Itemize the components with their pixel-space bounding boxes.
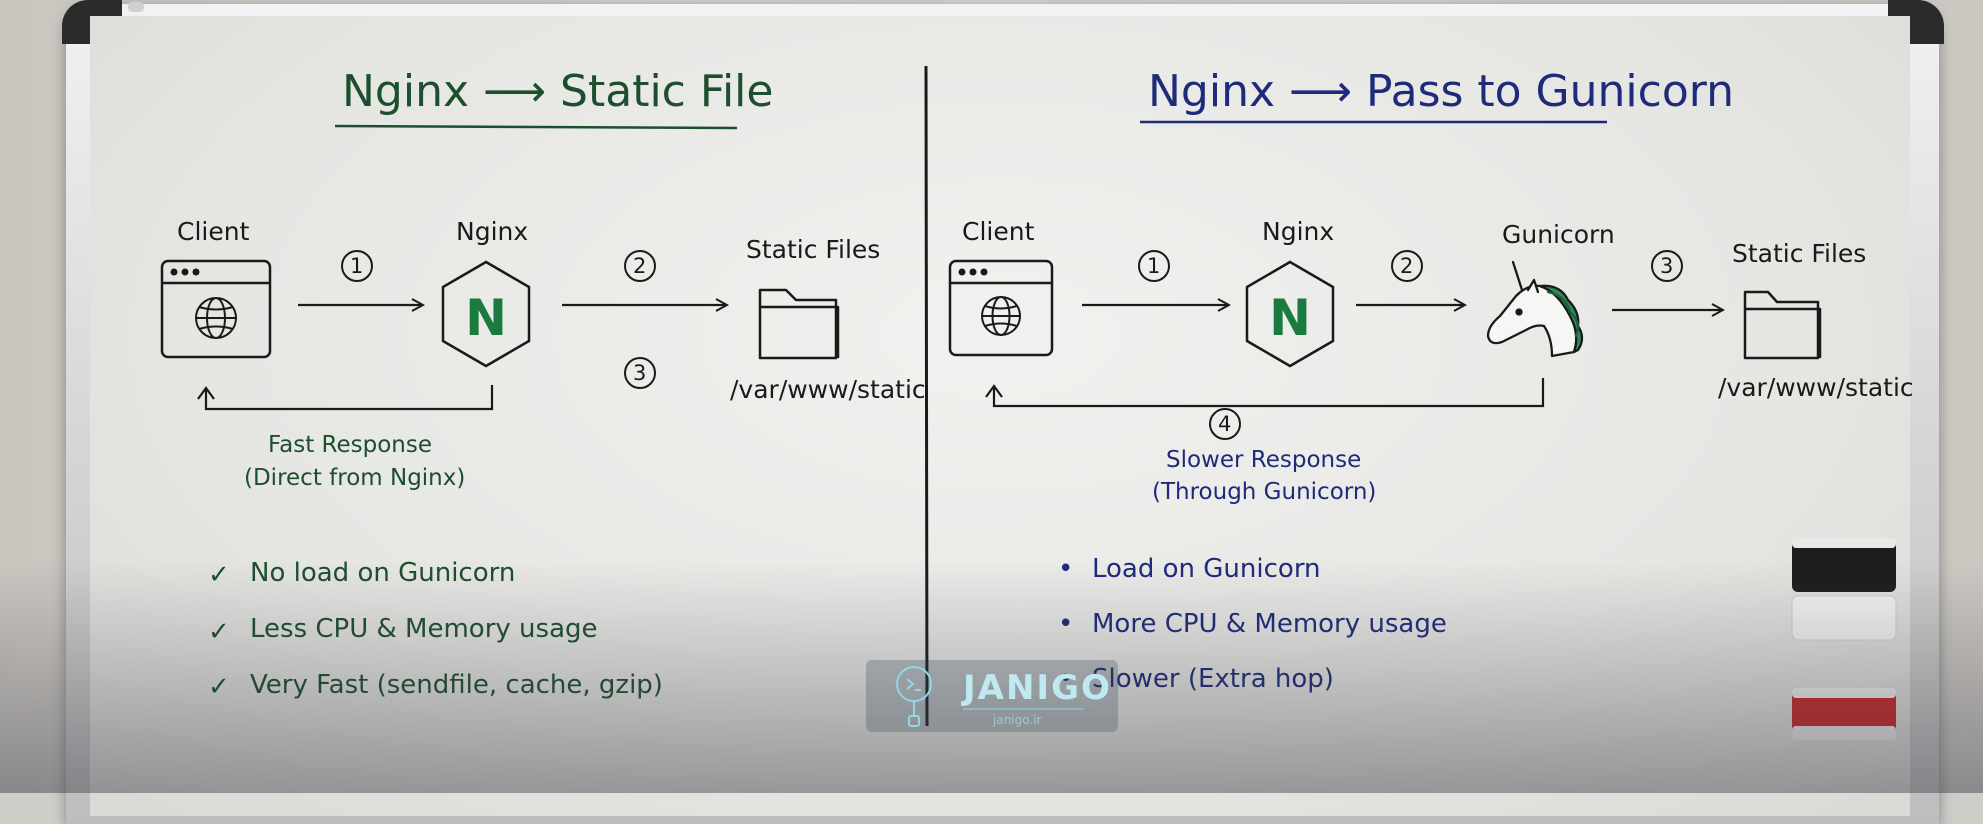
right-return-arrow <box>992 378 1545 408</box>
left-check-icon: ✓ <box>208 617 230 647</box>
right-browser-icon <box>948 259 1054 357</box>
left-response-line1: Fast Response <box>268 432 432 458</box>
right-bullet-icon: • <box>1058 664 1073 694</box>
right-step-4: 4 <box>1218 412 1231 436</box>
watermark-brand: JANIGO <box>961 668 1112 708</box>
right-response-line2: (Through Gunicorn) <box>1152 479 1376 505</box>
left-folder-icon <box>758 288 840 360</box>
right-drawback-3: Slower (Extra hop) <box>1092 664 1334 694</box>
left-client-label: Client <box>177 217 250 246</box>
right-nginx-letter: N <box>1269 289 1311 347</box>
left-benefit-1: No load on Gunicorn <box>250 558 515 588</box>
right-gunicorn-label: Gunicorn <box>1502 220 1615 249</box>
right-bullet-icon: • <box>1058 554 1073 584</box>
whiteboard-surface <box>90 16 1910 816</box>
eraser-white <box>1791 595 1897 641</box>
unicorn-icon <box>1486 260 1584 358</box>
right-title: Nginx ⟶ Pass to Gunicorn <box>1148 66 1734 117</box>
right-step-1-circle <box>1138 250 1170 282</box>
left-return-arrowhead <box>197 386 215 400</box>
right-response-line1: Slower Response <box>1166 447 1361 473</box>
left-response-line2: (Direct from Nginx) <box>244 465 465 491</box>
watermark-domain: janigo.ir <box>992 713 1042 727</box>
right-drawback-2: More CPU & Memory usage <box>1092 609 1447 639</box>
right-panel: Nginx ⟶ Pass to Gunicorn Client 1 Nginx … <box>948 66 1914 694</box>
right-nginx-icon <box>1245 260 1335 368</box>
watermark-layer: JANIGO janigo.ir <box>866 660 1118 732</box>
right-bullet-icon: • <box>1058 609 1073 639</box>
diagram-canvas: Nginx ⟶ Static File Client 1 Nginx N 2 3 <box>128 2 1914 740</box>
right-nginx-label: Nginx <box>1262 217 1334 246</box>
eraser-black <box>1792 538 1896 592</box>
frame-screw <box>128 2 144 12</box>
right-step-2: 2 <box>1400 254 1413 278</box>
left-return-arrow <box>204 385 494 411</box>
left-globe-icon <box>195 297 237 339</box>
center-divider <box>924 65 929 727</box>
left-panel: Nginx ⟶ Static File Client 1 Nginx N 2 3 <box>160 66 926 702</box>
left-nginx-label: Nginx <box>456 217 528 246</box>
left-check-icon: ✓ <box>208 560 230 590</box>
left-browser-icon <box>160 259 272 359</box>
right-step-4-circle <box>1209 408 1241 440</box>
right-folder-icon <box>1743 290 1822 360</box>
right-path: /var/www/static <box>1718 373 1914 402</box>
right-step-2-circle <box>1391 250 1423 282</box>
left-step-1-circle <box>341 250 373 282</box>
right-return-arrowhead <box>985 384 1003 398</box>
left-check-icon: ✓ <box>208 672 230 702</box>
left-step-2-circle <box>624 250 656 282</box>
left-step-3-circle <box>624 357 656 389</box>
left-benefit-2: Less CPU & Memory usage <box>250 614 598 644</box>
eraser-red <box>1792 688 1896 740</box>
left-step-3: 3 <box>633 361 646 385</box>
left-nginx-letter: N <box>465 289 507 347</box>
right-step-3: 3 <box>1660 254 1673 278</box>
right-static-label: Static Files <box>1732 239 1866 268</box>
left-title-underline <box>334 124 738 130</box>
left-step-2: 2 <box>633 254 646 278</box>
left-benefit-3: Very Fast (sendfile, cache, gzip) <box>250 670 663 700</box>
right-step-1: 1 <box>1147 254 1160 278</box>
right-drawback-1: Load on Gunicorn <box>1092 554 1321 584</box>
watermark-logo-icon <box>896 666 932 727</box>
right-client-label: Client <box>962 217 1035 246</box>
left-nginx-icon <box>441 260 531 368</box>
left-path: /var/www/static <box>730 375 926 404</box>
left-title: Nginx ⟶ Static File <box>342 66 773 117</box>
right-globe-icon <box>981 296 1021 336</box>
left-static-label: Static Files <box>746 235 880 264</box>
right-step-3-circle <box>1651 250 1683 282</box>
left-step-1: 1 <box>350 254 363 278</box>
